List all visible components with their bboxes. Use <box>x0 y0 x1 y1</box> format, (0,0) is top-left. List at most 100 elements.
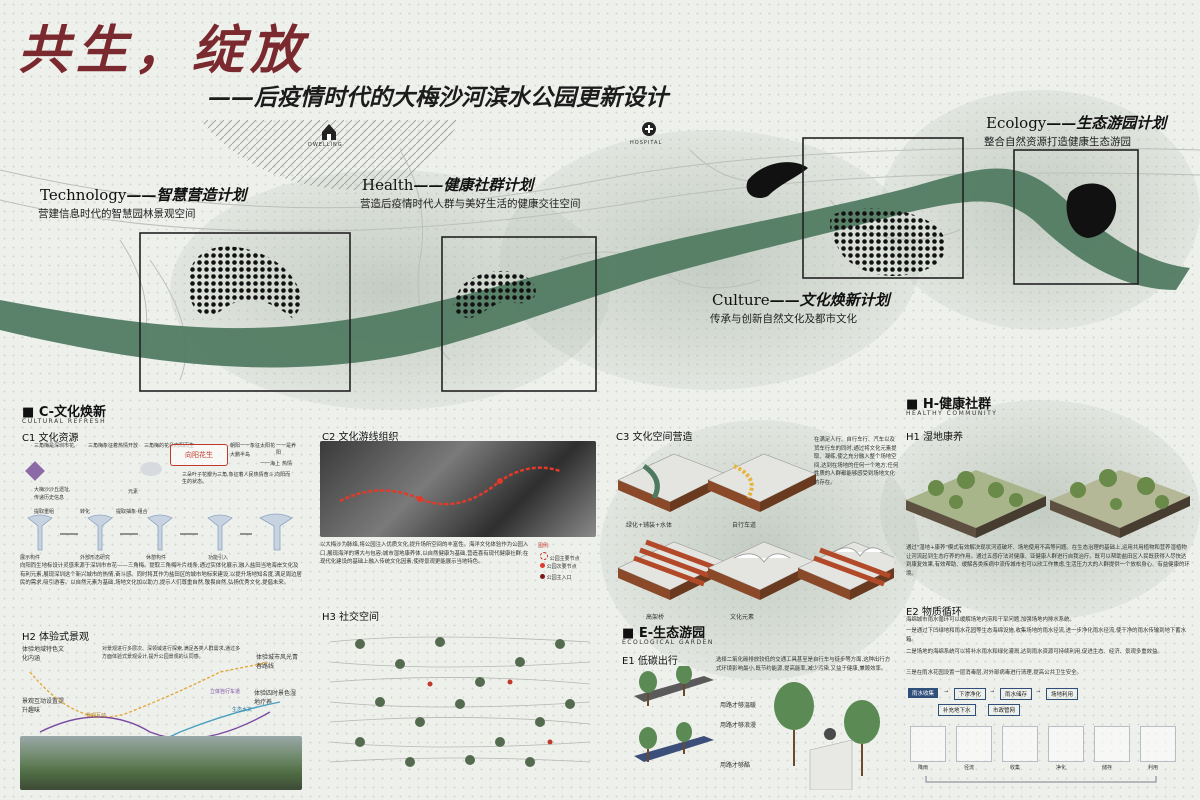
c3-block-diagram <box>617 453 894 600</box>
site-plan-map <box>0 120 1200 392</box>
h2-diagram: 体验地域特色文化内涵 景观互动设置提升趣味 体验城市风光青春路线 体验四时景色湿… <box>20 642 302 790</box>
cycle-label: 降雨 <box>918 765 929 771</box>
c1-note: 热情 <box>282 461 293 467</box>
section-e-en: ECOLOGICAL GARDEN <box>622 639 714 646</box>
h1-paragraph: 通过"湿地+康养"模式有效解决现状河道破坏、场地使用不高等问题。在生态治理的基础… <box>906 545 1190 577</box>
c1-icon-label: 展示构件 <box>20 555 41 561</box>
storage-icon <box>1094 726 1130 762</box>
poster-subtitle: ——后疫情时代的大梅沙河滨水公园更新设计 <box>208 84 668 111</box>
e2-paragraph-2: 一是通过下凹绿地和雨水花园等生态海绵设施,收集场地的雨水径流,进一步净化雨水径流… <box>906 628 1187 643</box>
hospital-label: HOSPITAL <box>630 140 663 146</box>
h2-paragraph: 对景观进行多层次、深领域进行探索,满足各类人群需求,通过多方面体验式景观设计,提… <box>102 646 241 660</box>
c2-route <box>339 466 561 506</box>
h1-heading: H1 湿地康养 <box>906 432 964 443</box>
e1-illustration <box>634 666 880 790</box>
e2-paragraph-4: 三是在雨水花园设置一层消毒层,对外部病毒进行清理,提高公共卫生安全。 <box>906 670 1082 676</box>
cycle-label: 储存 <box>1102 765 1113 771</box>
purify-icon <box>1048 726 1084 762</box>
c1-note: 三角梅是深圳市花, <box>34 443 76 449</box>
dwelling-label: DWELLING <box>308 142 343 148</box>
hospital-icon <box>642 122 656 136</box>
focus-box-ecology <box>1013 149 1139 285</box>
plan-ecology-heading: Ecology——生态游园计划 <box>986 114 1167 132</box>
c3-heading: C3 文化空间营造 <box>616 432 693 443</box>
legend-entrance-icon <box>540 574 545 579</box>
dwelling-icon <box>322 124 336 140</box>
h2-curve-label: 景观互动 <box>86 713 107 719</box>
c1-note: 元素 <box>128 489 139 495</box>
h2-label: 体验地域特色文化内涵 <box>22 646 65 662</box>
c2-heading: C2 文化游线组织 <box>322 432 399 443</box>
c1-note: 大梅沙沙丘遗址, <box>34 487 71 493</box>
h2-label: 景观互动设置提升趣味 <box>22 698 65 714</box>
c2-aerial-photo <box>320 441 596 537</box>
plan-health-heading: Health——健康社群计划 <box>362 176 534 194</box>
c1-icon-label: 功能引入 <box>208 555 229 561</box>
e2-cycle: 降雨 径流 收集 净化 储存 利用 <box>906 726 1190 786</box>
arrow-icon: → <box>1036 689 1041 695</box>
cycle-return-arrow <box>925 776 1157 783</box>
flow-step: 雨水储存 <box>1000 688 1033 700</box>
c3-paragraph: 在满足人行、自行车行、汽车以及货车行车的同时,通过将文化元素提取、凝练,使之充分… <box>814 437 899 486</box>
c1-tag: 向阳花生 <box>170 444 228 466</box>
c3-label: 绿化+铺装+水体 <box>626 522 673 529</box>
c1-step: 提取重组 <box>34 509 55 515</box>
plan-culture-desc: 传承与创新自然文化及都市文化 <box>710 313 857 325</box>
flow-step: 补充地下水 <box>938 704 976 716</box>
cycle-label: 收集 <box>1010 765 1021 771</box>
e1-heading: E1 低碳出行 <box>622 656 678 667</box>
h2-label: 体验城市风光青春路线 <box>256 654 299 670</box>
bougainvillea-icon <box>25 461 45 481</box>
c1-caption: 三朵叶子花瓣为三角,象征着人民热情奋斗,向阳而生的状态。 <box>182 472 291 485</box>
c2-legend-item: 公园主要节点 <box>540 552 580 562</box>
c1-step: 提取抽象·组合 <box>116 509 148 515</box>
flow-step: 场地利用 <box>1046 688 1079 700</box>
plan-culture-heading: Culture——文化焕新计划 <box>712 291 890 309</box>
use-icon <box>1140 726 1176 762</box>
cycle-label: 径流 <box>964 765 975 771</box>
runoff-icon <box>956 726 992 762</box>
river <box>0 168 1190 368</box>
e2-flowchart: 雨水收集 → 下渗净化 → 雨水储存 → 场地利用 补充地下水 市政管网 <box>908 688 1190 718</box>
section-c-title: ■ C-文化焕新 <box>22 405 107 420</box>
c2-legend-item: 公园次要节点 <box>540 563 577 570</box>
c3-label: 文化元素 <box>730 614 755 621</box>
e1-label: 用路才够温暖 <box>720 702 757 709</box>
arrow-icon: → <box>990 689 995 695</box>
c3-label: 高架桥 <box>646 614 665 621</box>
c1-note: 三角梅象征着热情开放 <box>88 443 139 449</box>
legend-major-icon <box>540 552 548 560</box>
c1-note: 朝阳一一象征太阳花 <box>230 443 276 449</box>
c1-note: 一一是养阳 <box>276 443 297 456</box>
cycle-label: 利用 <box>1148 765 1159 771</box>
c1-note: 一一海上 <box>260 461 281 467</box>
c2-legend-item: 公园主入口 <box>540 574 572 581</box>
flow-step: 雨水收集 <box>908 688 939 698</box>
plan-technology-desc: 营建信息时代的智慧园林景观空间 <box>38 208 196 220</box>
dotted-node-tech <box>188 246 301 318</box>
dotted-node-health <box>453 270 536 318</box>
black-blob <box>746 162 808 199</box>
collect-icon <box>1002 726 1038 762</box>
section-c-en: CULTURAL REFRESH <box>22 418 107 425</box>
plan-health-desc: 营造后疫情时代人群与美好生活的健康交往空间 <box>360 198 581 210</box>
h1-wetland-blocks <box>906 469 1190 538</box>
section-e-title: ■ E-生态游园 <box>622 626 706 641</box>
cycle-label: 净化 <box>1056 765 1067 771</box>
e2-heading: E2 物质循环 <box>906 607 962 618</box>
plan-technology-heading: Technology——智慧营造计划 <box>40 186 247 204</box>
h3-social-diagram <box>329 636 591 767</box>
e1-label: 用路才够酷 <box>720 762 751 769</box>
c1-note: 三角梅的花朵向阳而生 <box>144 443 195 449</box>
section-h-en: HEALTHY COMMUNITY <box>906 410 998 417</box>
e1-label: 用路才够浪漫 <box>720 722 757 729</box>
e1-paragraph: 选择二氧化碳排放较低的交通工具甚至是自行车与徒步等方面,这种出行方式环境影响最小… <box>716 657 891 672</box>
dotted-node-culture <box>830 208 946 276</box>
e2-paragraph-3: 二是场地的海绵系统可以将补水雨水和绿化灌溉,达到雨水资源可持续利用,促进生态、经… <box>906 649 1163 655</box>
c1-tree-icons <box>27 513 293 551</box>
h2-label: 体验四时景色湿地疗养 <box>254 690 297 706</box>
c3-label: 自行车道 <box>732 522 757 529</box>
h2-landscape-photo <box>20 736 302 790</box>
plan-ecology-desc: 整合自然资源打造健康生态游园 <box>984 136 1131 148</box>
focus-box-technology <box>139 232 351 392</box>
